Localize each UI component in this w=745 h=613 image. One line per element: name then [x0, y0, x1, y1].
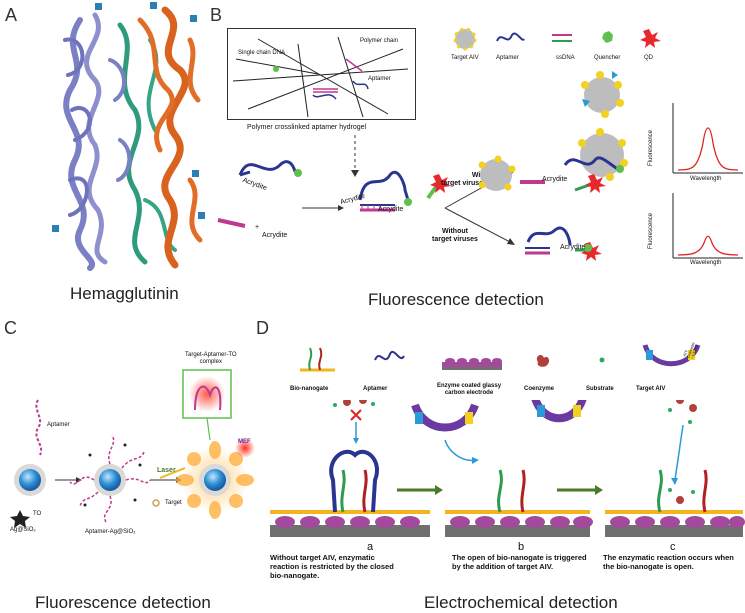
plus-sign: +: [255, 224, 260, 231]
legend-d-icons: [300, 343, 701, 372]
hydrogel-label-aptamer: Aptamer: [368, 76, 391, 82]
legend-d-substrate: Substrate: [586, 386, 614, 392]
panel-letter-a: A: [5, 5, 18, 25]
hydrogel-box: [227, 28, 416, 120]
plot-xlabel-bottom: Wavelength: [690, 260, 722, 266]
legend-b-icons: [453, 27, 661, 51]
c-mef-label: MEF: [238, 439, 251, 445]
step-text-b: The open of bio-nanogate is triggered by…: [452, 553, 587, 571]
caption-hemagglutinin: Hemagglutinin: [70, 284, 179, 303]
step-letter-b: b: [518, 541, 525, 553]
hydrogel-label-polymer: Polymer chain: [360, 38, 399, 44]
legend-b-qd: QD: [644, 55, 653, 61]
c-to-label: TO: [33, 511, 42, 517]
acrydite-label-4: Acrydite: [378, 206, 404, 213]
label-without-target: Without target viruses: [432, 228, 478, 243]
legend-d-target-aiv: Target AIV: [636, 386, 666, 392]
legend-b-ssdna: ssDNA: [556, 55, 575, 61]
legend-d-aptamer: Aptamer: [363, 386, 388, 392]
legend-b-target-aiv: Target AIV: [451, 55, 479, 61]
acrydite-label-6: Acrydite: [560, 244, 586, 251]
caption-electrochemical-d: Electrochemical detection: [424, 593, 618, 612]
step-letter-a: a: [367, 541, 374, 553]
hydrogel-network: [232, 36, 409, 118]
plot-ylabel-bottom: Fluorescence: [648, 212, 655, 250]
legend-b-aptamer: Aptamer: [496, 55, 519, 61]
fluorescence-plots: [672, 103, 743, 259]
step-text-a: Without target AIV, enzymatic reaction i…: [270, 553, 394, 580]
step-text-c: The enzymatic reaction occurs when the b…: [603, 553, 734, 571]
legend-d-bionanogate: Bio-nanogate: [290, 386, 329, 392]
label-with-target: With target viruses: [441, 172, 487, 187]
caption-fluorescence-c: Fluorescence detection: [35, 593, 211, 612]
legend-d-electrode: Enzyme coated glassy carbon electrode: [437, 383, 502, 396]
caption-fluorescence-b: Fluorescence detection: [368, 290, 544, 309]
plot-ylabel-top: Fluorescence: [648, 129, 655, 167]
panel-letter-c: C: [4, 318, 17, 338]
plot-xlabel-top: Wavelength: [690, 176, 722, 182]
complex-label: Target-Aptamer-TO complex: [185, 352, 237, 365]
c-aptamer-label: Aptamer: [47, 422, 70, 428]
hemagglutinin-structure: [52, 2, 205, 271]
c-particle1-label: Ag@SiO₂: [10, 527, 36, 533]
panel-letter-d: D: [256, 318, 269, 338]
legend-d-coenzyme: Coenzyme: [524, 386, 555, 392]
released-qd: [574, 174, 606, 193]
hydrogel-label-ssdna: Single chain DNA: [238, 50, 286, 56]
c-target-label: Target: [165, 500, 182, 506]
panel-b-pathway: [217, 135, 602, 261]
virus-bound-group: [563, 71, 628, 181]
acrydite-label-2: Acrydite: [262, 232, 288, 239]
c-particle2-label: Aptamer-Ag@SiO₂: [85, 529, 136, 535]
panel-c-drawing: [10, 369, 255, 528]
acrydite-label-5: Acrydite: [542, 176, 568, 183]
panel-letter-b: B: [210, 5, 223, 25]
virus-mid: [478, 155, 516, 191]
step-letter-c: c: [670, 541, 676, 553]
legend-b-quencher: Quencher: [594, 55, 621, 61]
panel-d-scenes: [270, 400, 745, 537]
c-laser-label: Laser: [157, 467, 176, 474]
hydrogel-title: Polymer crosslinked aptamer hydrogel: [247, 124, 367, 131]
